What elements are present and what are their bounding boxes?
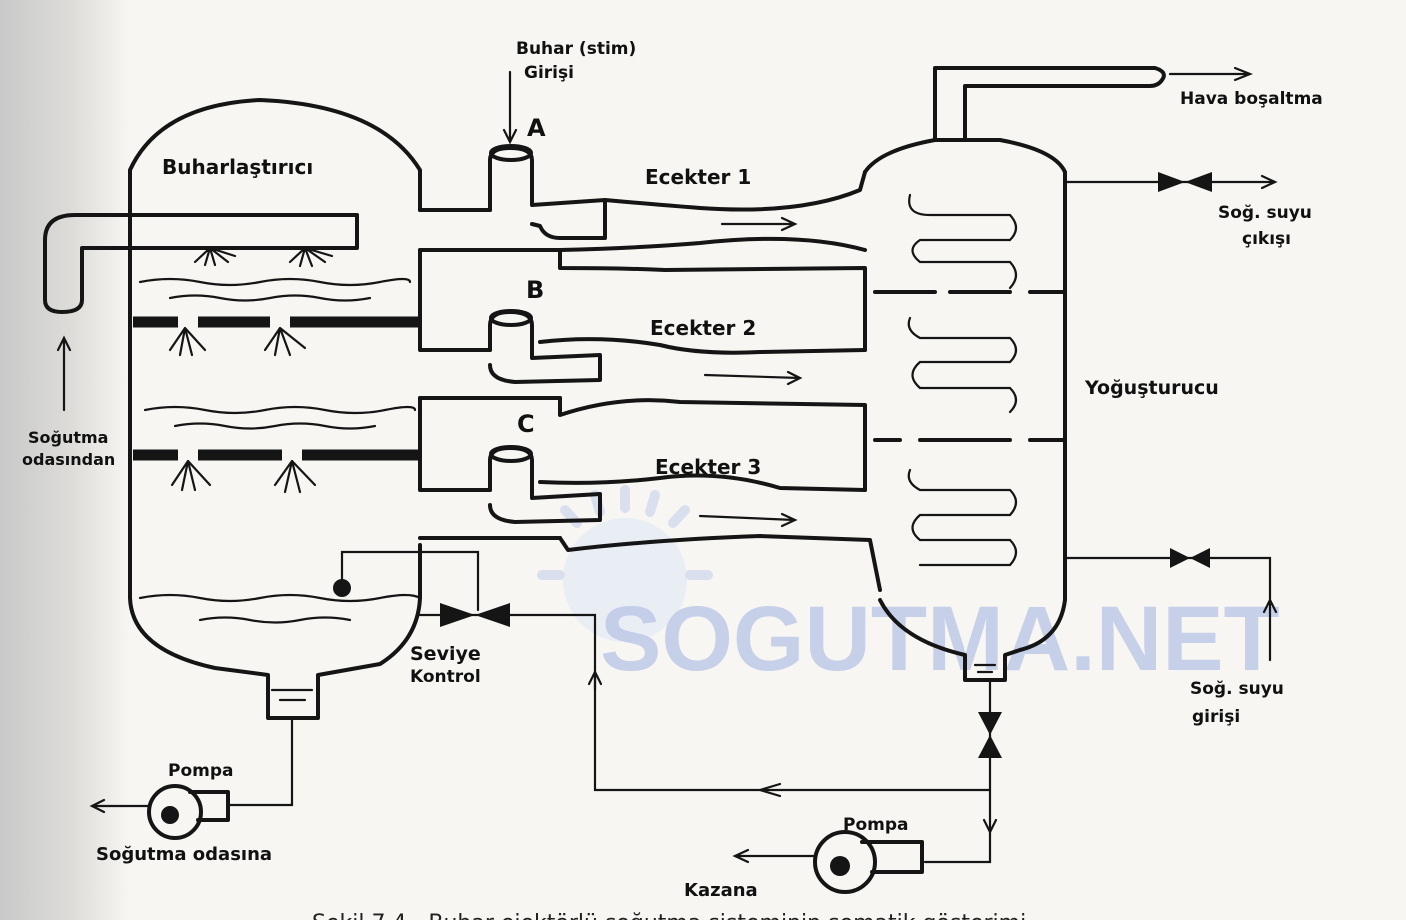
cooling-water-outlet-label-2: çıkışı: [1242, 229, 1291, 249]
nozzle-b-label: B: [526, 276, 544, 304]
watermark: SOGUTMA.NET: [537, 485, 1280, 690]
air-discharge-arrow: [1168, 66, 1253, 82]
valve-icon: [1170, 548, 1210, 568]
figure-caption: Şekil 7.4 - Buhar ejektörlü soğutma sist…: [312, 911, 1026, 920]
steam-inlet-arrow: [502, 70, 518, 145]
from-room-label: Soğutma: [28, 428, 108, 447]
evaporator-vessel: [128, 98, 562, 720]
from-room-label-2: odasından: [22, 450, 115, 469]
steam-inlet-label-2: Girişi: [524, 63, 574, 83]
nozzle-a-label: A: [527, 114, 546, 142]
valve-icon: [440, 603, 510, 627]
ejector-2-label: Ecekter 2: [650, 316, 756, 340]
cooling-water-inlet-label-2: girişi: [1192, 707, 1240, 727]
return-duct: [558, 534, 882, 592]
ejector-2: [488, 248, 867, 386]
liquid-surface: [138, 277, 422, 624]
trays: [133, 316, 418, 494]
pump-right-icon: [813, 830, 924, 894]
cooling-water-outlet: [1063, 172, 1278, 192]
pump-left-label: Pompa: [168, 761, 234, 781]
watermark-text: SOGUTMA.NET: [600, 588, 1280, 690]
scan-edge-shading: [0, 0, 130, 920]
evaporator-label: Buharlaştırıcı: [162, 155, 313, 179]
level-control-label-2: Kontrol: [410, 667, 481, 687]
chilled-water-outlet: [89, 716, 294, 840]
spray-pipe: [43, 213, 359, 314]
level-control: [333, 550, 992, 798]
condensate-line: [732, 678, 1002, 894]
condenser-label: Yoğuşturucu: [1084, 377, 1219, 399]
ejector-1-label: Ecekter 1: [645, 165, 751, 189]
level-control-label: Seviye: [410, 643, 481, 665]
spray-nozzles: [193, 246, 334, 268]
valve-icon: [1158, 172, 1212, 192]
pump-left-icon: [147, 784, 230, 840]
ejector-3: [488, 396, 867, 528]
condenser-coil: [907, 193, 1018, 567]
steam-inlet-label: Buhar (stim): [516, 39, 636, 59]
float-ball-icon: [333, 579, 351, 597]
nozzle-c-label: C: [517, 410, 535, 438]
condenser: [863, 66, 1166, 682]
valve-icon: [978, 712, 1002, 758]
cooling-water-inlet: [1063, 548, 1278, 662]
to-boiler-label: Kazana: [684, 880, 758, 901]
cooling-water-outlet-label: Soğ. suyu: [1218, 203, 1312, 223]
ejector-3-label: Ecekter 3: [655, 455, 761, 479]
ejector-1: [488, 144, 867, 252]
air-discharge-label: Hava boşaltma: [1180, 89, 1323, 109]
pump-right-label: Pompa: [843, 815, 909, 835]
return-from-room-arrow: [56, 335, 72, 412]
cooling-water-inlet-label: Soğ. suyu: [1190, 679, 1284, 699]
to-room-label: Soğutma odasına: [96, 844, 272, 865]
